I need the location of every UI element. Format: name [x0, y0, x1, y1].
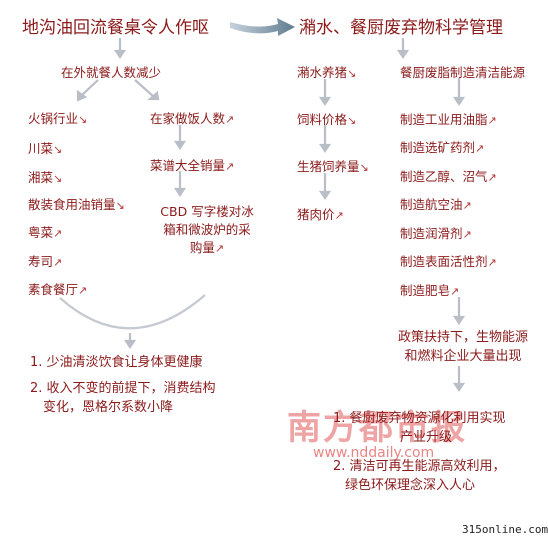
outcome-item: 2. 清洁可再生能源高效利用， [333, 459, 506, 474]
list-item: 潲水养猪↘ [297, 65, 357, 80]
conclusion-item: 2. 收入不变的前提下，消费结构 [30, 381, 216, 396]
trend-arrow-icon: ↘ [347, 67, 357, 80]
trend-arrow-icon: ↘ [347, 114, 357, 127]
list-item: 生猪饲养量↘ [297, 159, 369, 174]
trend-arrow-icon: ↘ [78, 113, 88, 126]
trend-arrow-icon: ↗ [53, 227, 63, 240]
list-item: 寿司↗ [28, 254, 63, 269]
dining-out-node: 在外就餐人数减少 [61, 65, 162, 80]
trend-arrow-icon: ↗ [487, 171, 497, 184]
conclusion-item: 1. 少油清淡饮食让身体更健康 [30, 355, 203, 370]
trend-arrow-icon: ↗ [487, 114, 497, 127]
list-item: 制造表面活性剂↗ [400, 254, 497, 269]
policy-node: 政策扶持下，生物能源 和燃料企业大量出现 [397, 330, 528, 364]
big-arrow-icon [230, 18, 295, 36]
list-item: 湘菜↘ [28, 170, 63, 185]
list-item: 在家做饭人数↗ [150, 111, 235, 126]
list-item: 餐厨废脂制造清洁能源 [400, 65, 526, 80]
trend-arrow-icon: ↗ [78, 284, 88, 297]
list-item: 散装食用油销量↘ [28, 197, 125, 212]
list-item: 粤菜↗ [28, 225, 63, 240]
outcome-item: 绿色环保理念深入人心 [345, 478, 476, 493]
trend-arrow-icon: ↗ [214, 242, 225, 255]
trend-arrow-icon: ↗ [462, 199, 472, 212]
conclusion-item: 变化，恩格尔系数小降 [43, 400, 174, 415]
trend-arrow-icon: ↗ [53, 256, 63, 269]
list-item: 素食餐厅↗ [28, 282, 88, 297]
watermark-url: www.nddaily.com [313, 445, 435, 461]
trend-arrow-icon: ↘ [53, 172, 63, 185]
list-item: 猪肉价↗ [297, 207, 344, 222]
cbd-node: CBD 写字楼对冰 箱和微波炉的采 购量↗ [160, 204, 254, 255]
list-item: 制造选矿药剂↗ [400, 140, 485, 155]
list-item: 制造肥皂↗ [400, 283, 460, 298]
trend-arrow-icon: ↗ [334, 209, 344, 222]
list-item: 菜谱大全销量↗ [150, 158, 235, 173]
right-title: 潲水、餐厨废弃物科学管理 [299, 18, 503, 38]
list-item: 火锅行业↘ [28, 111, 88, 126]
corner-mark: 315online.com [462, 523, 548, 536]
trend-arrow-icon: ↗ [450, 285, 460, 298]
list-item: 制造航空油↗ [400, 197, 472, 212]
trend-arrow-icon: ↘ [53, 143, 63, 156]
trend-arrow-icon: ↘ [115, 199, 125, 212]
list-item: 饲料价格↘ [297, 112, 357, 127]
outcome-item: 产业升级 [400, 430, 453, 445]
trend-arrow-icon: ↗ [462, 228, 472, 241]
trend-arrow-icon: ↗ [225, 113, 235, 126]
list-item: 制造润滑剂↗ [400, 226, 472, 241]
trend-arrow-icon: ↗ [475, 142, 485, 155]
left-title: 地沟油回流餐桌令人作呕 [22, 18, 209, 38]
list-item: 川菜↘ [28, 141, 63, 156]
watermark-logo: 南方都市报 [287, 408, 467, 448]
trend-arrow-icon: ↘ [359, 161, 369, 174]
list-item: 制造工业用油脂↗ [400, 112, 497, 127]
trend-arrow-icon: ↗ [487, 256, 497, 269]
outcome-item: 1. 餐厨废弃物资源化利用实现 [333, 411, 506, 426]
list-item: 制造乙醇、沼气↗ [400, 169, 497, 184]
trend-arrow-icon: ↗ [225, 160, 235, 173]
